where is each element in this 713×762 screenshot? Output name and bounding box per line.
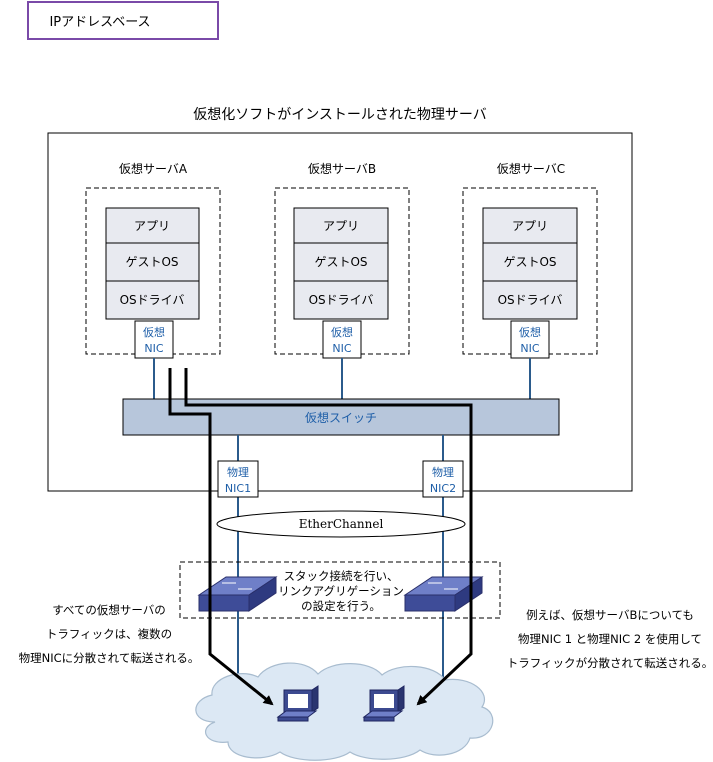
left-note-line-2: トラフィックは、複数の [46, 627, 172, 641]
stack-note-line-1: スタック接続を行い、 [284, 569, 399, 583]
layer-app-label: アプリ [134, 219, 170, 233]
vm-boundary [462, 187, 598, 355]
layer-os-driver [105, 280, 200, 320]
vm-c: 仮想サーバC アプリ ゲストOS OSドライバ 仮想 NIC [462, 161, 598, 359]
virtual-nic-label-1: 仮想 [143, 325, 165, 339]
physical-nic-2: 物理 NIC2 [422, 460, 464, 498]
physical-nic-label-1: 物理 [227, 465, 249, 479]
virtual-nic-label-2: NIC [332, 342, 351, 355]
layer-os-driver-label: OSドライバ [120, 293, 185, 307]
layer-guest-os [105, 242, 200, 282]
vm-label: 仮想サーバA [119, 161, 188, 176]
vm-b: 仮想サーバB アプリ ゲストOS OSドライバ 仮想 NIC [274, 161, 410, 359]
right-note-line-2: 物理NIC 1 と物理NIC 2 を使用して [518, 632, 702, 646]
layer-app [293, 207, 389, 244]
virtual-nic [322, 320, 362, 359]
stack-note-line-2: リンクアグリゲーション [278, 584, 404, 598]
layer-os-driver [293, 280, 389, 320]
stack-note-line-3: の設定を行う。 [301, 599, 381, 613]
layer-guest-os-label: ゲストOS [125, 255, 178, 269]
title-text: IPアドレスベース [49, 15, 150, 30]
vm-label: 仮想サーバB [308, 161, 376, 176]
virtual-switch-label: 仮想スイッチ [305, 410, 377, 425]
virtual-nic [510, 320, 550, 359]
layer-os-driver-label: OSドライバ [309, 293, 374, 307]
traffic-paths [168, 368, 473, 706]
pc-icon [362, 685, 405, 722]
vm-boundary [85, 187, 221, 355]
layer-os-driver-label: OSドライバ [498, 293, 563, 307]
right-note: 例えば、仮想サーバBについても 物理NIC 1 と物理NIC 2 を使用して ト… [507, 608, 713, 670]
left-note: すべての仮想サーバの トラフィックは、複数の 物理NICに分散されて転送される。 [19, 603, 200, 665]
virtual-nic-label-2: NIC [520, 342, 539, 355]
virtual-nic-label-1: 仮想 [331, 325, 353, 339]
physical-nic-1: 物理 NIC1 [217, 460, 259, 498]
vm-a: 仮想サーバA アプリ ゲストOS OSドライバ 仮想 NIC [85, 161, 221, 359]
title-box: IPアドレスベース [27, 1, 219, 40]
physical-nic-label-1: 物理 [432, 465, 454, 479]
l2-switch-icon [403, 576, 484, 612]
cloud-icon [195, 662, 494, 761]
left-note-line-1: すべての仮想サーバの [52, 603, 166, 617]
physical-nic-label-2: NIC2 [430, 482, 456, 495]
right-note-line-3: トラフィックが分散されて転送される。 [507, 656, 713, 670]
uplink-links [237, 435, 444, 680]
physical-nic-label-2: NIC1 [225, 482, 251, 495]
left-note-line-3: 物理NICに分散されて転送される。 [19, 651, 200, 665]
layer-app-label: アプリ [512, 219, 548, 233]
host-label: 仮想化ソフトがインストールされた物理サーバ [193, 107, 487, 123]
layer-guest-os-label: ゲストOS [503, 255, 556, 269]
layer-os-driver [482, 280, 578, 320]
vm-boundary [274, 187, 410, 355]
vm-label: 仮想サーバC [497, 161, 565, 176]
etherchannel: EtherChannel [216, 510, 466, 538]
switch-stack-group [179, 561, 501, 619]
pc-icon [276, 685, 319, 722]
layer-app [482, 207, 578, 244]
virtual-nic-label-1: 仮想 [519, 325, 541, 339]
layer-guest-os [482, 242, 578, 282]
vnic-links [153, 358, 531, 399]
layer-guest-os-label: ゲストOS [314, 255, 367, 269]
layer-guest-os [293, 242, 389, 282]
layer-app-label: アプリ [323, 219, 359, 233]
layer-app [105, 207, 200, 244]
virtual-nic-label-2: NIC [144, 342, 163, 355]
stack-note: スタック接続を行い、 リンクアグリゲーション の設定を行う。 [278, 569, 404, 613]
right-note-line-1: 例えば、仮想サーバBについても [526, 608, 694, 622]
etherchannel-label: EtherChannel [299, 517, 384, 531]
